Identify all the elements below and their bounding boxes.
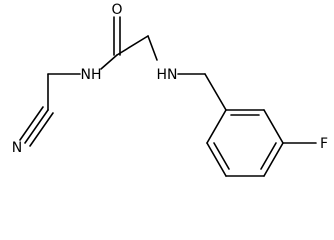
bond-ring-2 — [263, 109, 284, 144]
bond-ring-3-inner — [260, 142, 277, 170]
bond-ch2-amine-n — [147, 35, 158, 61]
benzene-ring — [206, 109, 284, 177]
fluorine-atom-label: F — [320, 136, 328, 152]
nitrile-nitrogen-label: N — [12, 140, 22, 156]
amide-nh-label: NH — [81, 67, 102, 83]
amine-nh-label: HN — [157, 67, 178, 83]
bond-ring-6 — [206, 109, 227, 144]
bond-carbonyl-oxygen — [113, 16, 121, 56]
bond-ring-3 — [263, 142, 284, 177]
bond-ring-5-inner — [213, 142, 230, 170]
oxygen-atom-label: O — [111, 2, 122, 18]
bond-nitrile-triple — [19, 106, 54, 147]
bond-amide-n-carbonyl — [100, 54, 118, 70]
bond-benzyl-ch2-ring — [204, 73, 227, 111]
bond-carbonyl-ch2 — [116, 35, 149, 56]
bond-ring-5 — [206, 142, 227, 177]
structure-diagram: O NH HN N F — [12, 2, 328, 177]
